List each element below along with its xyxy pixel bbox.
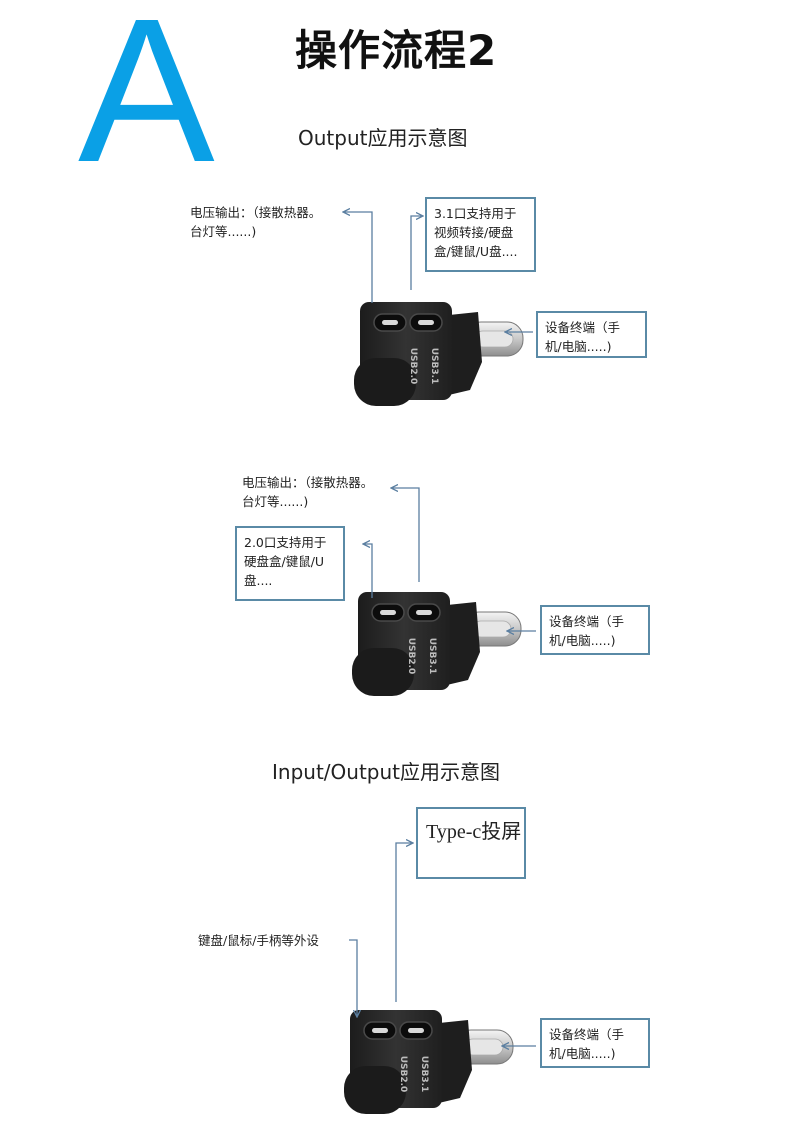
big-letter-logo: A [78,0,215,205]
section3-terminal-callout: 设备终端（手 机/电脑.....) [540,1018,650,1068]
section1-voltage-label: 电压输出：（接散热器。 台灯等......) [190,205,322,239]
section3-peripherals-arrow [349,939,357,1016]
section1-voltage-arrow [344,212,373,303]
port-label-usb31: USB3.1 [419,1056,429,1093]
section3-title: Input/Output应用示意图 [272,760,500,784]
section1-title: Output应用示意图 [298,126,468,150]
section1-usb-adapter-device: USB2.0 USB3.1 [353,301,524,407]
section3-typec-arrow [395,843,412,1002]
port-label-usb20: USB2.0 [408,348,418,385]
page-title: 操作流程2 [295,26,498,75]
section3-typec-callout: Type-c投屏 [416,807,526,879]
section2-voltage-arrow [392,488,420,582]
port-label-usb20: USB2.0 [406,638,416,675]
section2-usb-adapter-device: USB2.0 USB3.1 [351,591,522,697]
section3-peripherals-label: 键盘/鼠标/手柄等外设 [198,933,319,948]
port-label-usb31: USB3.1 [427,638,437,675]
section2-terminal-callout: 设备终端（手 机/电脑.....) [540,605,650,655]
section3-usb-adapter-device: USB2.0 USB3.1 [343,1009,514,1115]
port-label-usb20: USB2.0 [398,1056,408,1093]
section2-usb20-arrow [364,544,373,598]
section2-usb20-callout: 2.0口支持用于 硬盘盒/键鼠/U 盘.... [235,526,345,601]
section1-terminal-callout: 设备终端（手 机/电脑.....) [536,311,647,358]
section1-usb31-arrow [410,216,422,290]
section2-voltage-label: 电压输出：（接散热器。 台灯等......) [242,475,374,509]
port-label-usb31: USB3.1 [429,348,439,385]
section1-usb31-callout: 3.1口支持用于 视频转接/硬盘 盒/键鼠/U盘.... [425,197,536,272]
